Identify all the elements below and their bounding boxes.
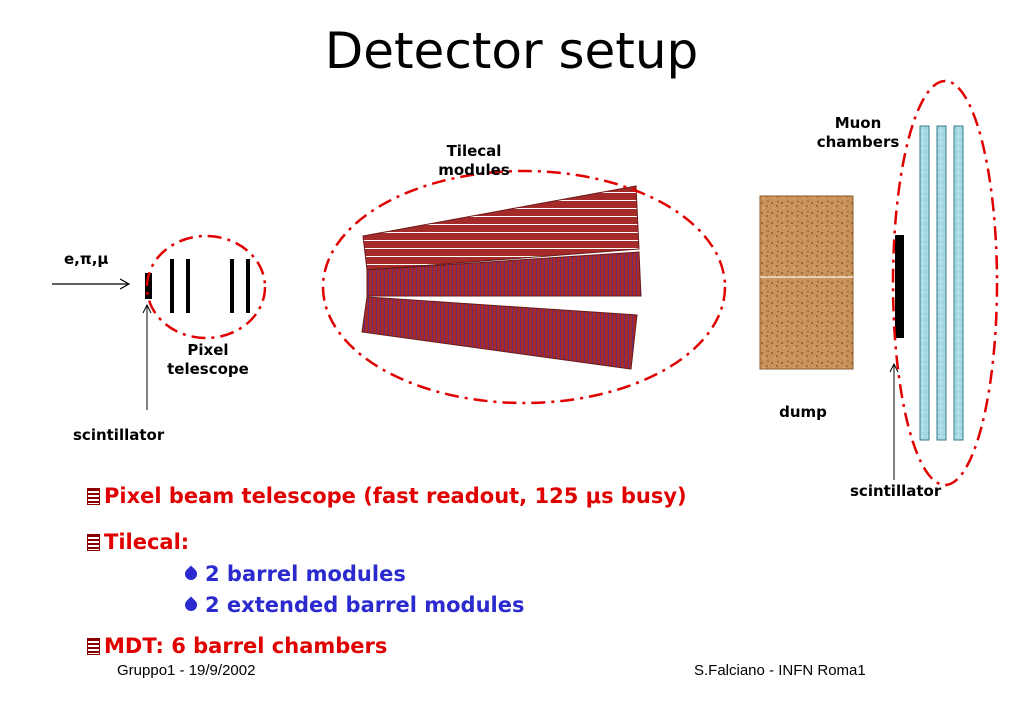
bullet-marker-icon [87, 638, 100, 655]
beam-label: e,π,μ [64, 250, 109, 268]
bullet-marker-icon [87, 534, 100, 551]
muon-chambers-label-line2: chambers [816, 133, 900, 151]
dump-block [759, 195, 854, 370]
sub-bullet-barrel-modules: 2 barrel modules [182, 562, 406, 586]
bullet-text: MDT: 6 barrel chambers [104, 634, 388, 658]
muon-chambers-label: Muon chambers [808, 114, 908, 152]
pixel-telescope-label-line1: Pixel [187, 341, 229, 359]
muon-chambers-label-line1: Muon [834, 114, 882, 132]
drop-bullet-icon [182, 596, 200, 614]
pixel-planes [170, 259, 250, 313]
pixel-telescope-label: Pixel telescope [158, 341, 258, 379]
bullet-marker-icon [87, 488, 100, 505]
scintillator-left-bar [145, 273, 152, 299]
bullet-text: Pixel beam telescope (fast readout, 125 … [104, 484, 687, 508]
scintillator-right-label: scintillator [850, 482, 942, 500]
muon-chambers-outline [891, 79, 999, 487]
tilecal-label-line2: modules [438, 161, 510, 179]
tilecal-label: Tilecal modules [424, 142, 524, 180]
pixel-telescope-label-line2: telescope [167, 360, 249, 378]
bullet-text: 2 barrel modules [205, 562, 406, 586]
pixel-telescope-outline [145, 234, 267, 340]
page-title: Detector setup [324, 22, 699, 80]
scintillator-right-arrow [889, 362, 899, 480]
sub-bullet-extended-barrel-modules: 2 extended barrel modules [182, 593, 525, 617]
scintillator-left-arrow [142, 303, 152, 410]
scintillator-right-bar [895, 235, 904, 338]
tilecal-modules [361, 185, 642, 370]
footer-right: S.Falciano - INFN Roma1 [694, 662, 866, 679]
beam-arrow [52, 278, 131, 290]
bullet-pixel-telescope: Pixel beam telescope (fast readout, 125 … [87, 484, 687, 508]
bullet-text: Tilecal: [104, 530, 190, 554]
scintillator-left-label: scintillator [73, 426, 165, 444]
tilecal-outline [321, 169, 727, 405]
bullet-mdt: MDT: 6 barrel chambers [87, 634, 387, 658]
footer-left: Gruppo1 - 19/9/2002 [117, 662, 256, 679]
bullet-text: 2 extended barrel modules [205, 593, 525, 617]
bullet-tilecal: Tilecal: [87, 530, 189, 554]
tilecal-label-line1: Tilecal [446, 142, 502, 160]
dump-label: dump [779, 403, 827, 421]
muon-chambers [919, 125, 964, 441]
drop-bullet-icon [182, 565, 200, 583]
